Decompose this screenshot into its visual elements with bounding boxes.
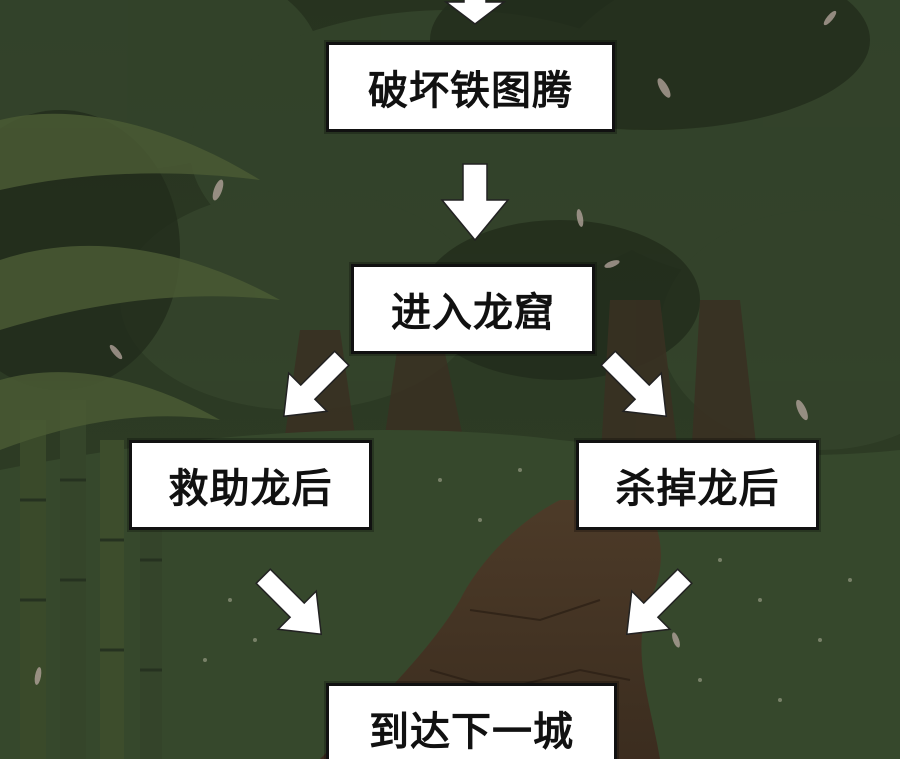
node-enter-dragon-cave: 进入龙窟 — [351, 264, 595, 354]
node-kill-dragon-queen: 杀掉龙后 — [576, 440, 819, 530]
arrow-kill-to-next-city — [625, 568, 693, 636]
falling-leaves — [34, 10, 837, 685]
arrow-cave-to-kill — [600, 350, 668, 418]
node-destroy-totem: 破坏铁图腾 — [326, 42, 615, 132]
arrow-cave-to-rescue — [282, 350, 350, 418]
node-label: 到达下一城 — [369, 709, 574, 755]
node-label: 破坏铁图腾 — [368, 68, 573, 114]
node-rescue-dragon-queen: 救助龙后 — [129, 440, 372, 530]
flow-arrows — [255, 0, 693, 636]
arrow-rescue-to-next-city — [255, 568, 323, 636]
node-label: 救助龙后 — [168, 466, 333, 512]
arrow-down-totem-to-cave — [440, 163, 510, 242]
grass-flowers — [203, 468, 852, 702]
arrow-down-incoming — [443, 0, 507, 25]
fern-left — [0, 113, 280, 450]
node-reach-next-city: 到达下一城 — [326, 683, 617, 759]
node-label: 进入龙窟 — [391, 290, 555, 336]
bamboo-left — [20, 400, 162, 759]
node-label: 杀掉龙后 — [615, 466, 780, 512]
